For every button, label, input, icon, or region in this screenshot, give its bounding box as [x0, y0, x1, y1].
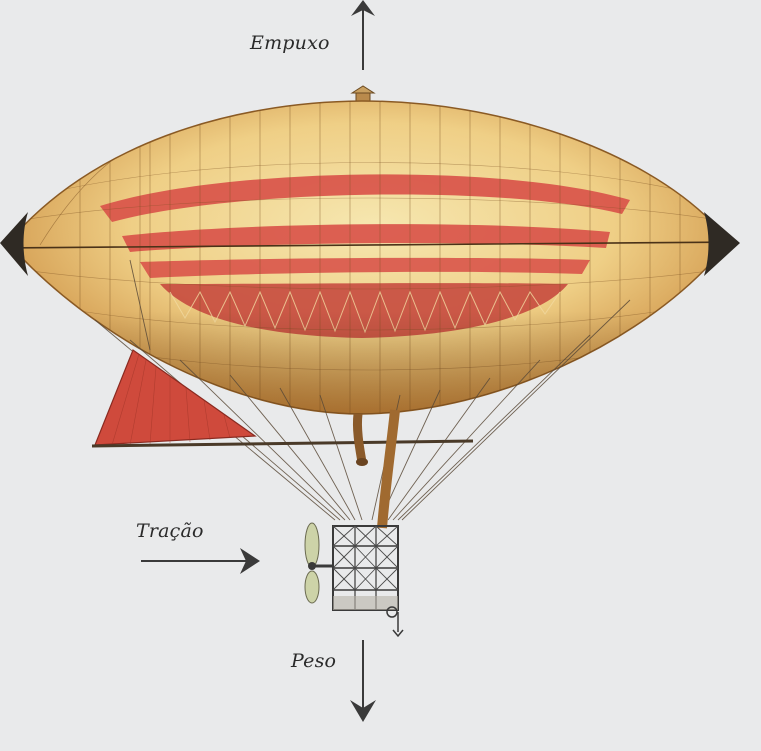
- lift-arrow: [351, 0, 375, 70]
- exhaust-pipes: [353, 409, 400, 529]
- lift-label: Empuxo: [250, 32, 330, 54]
- envelope-nose-left: [0, 212, 28, 276]
- thrust-label: Tração: [136, 520, 204, 542]
- propeller: [304, 522, 334, 604]
- weight-label: Peso: [291, 650, 337, 672]
- airship-envelope: [0, 100, 740, 415]
- envelope-nose-right: [704, 212, 740, 276]
- keel-boom: [91, 439, 474, 448]
- top-finial: [350, 85, 376, 102]
- weight-arrow: [350, 640, 376, 722]
- gondola: [332, 525, 404, 638]
- rudder-sail: [94, 349, 257, 446]
- thrust-arrow: [141, 548, 260, 574]
